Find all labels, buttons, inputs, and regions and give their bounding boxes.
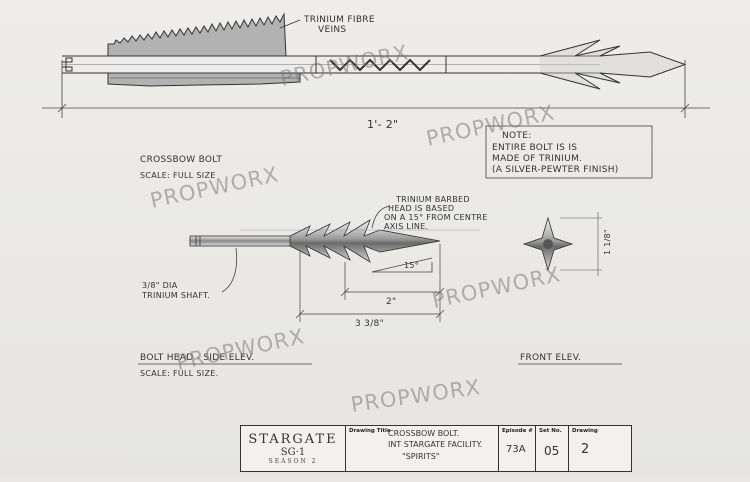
side-elev-title: BOLT HEAD - SIDE ELEV.: [140, 353, 254, 363]
drawing-title-line-2: INT STARGATE FACILITY.: [388, 440, 483, 449]
bolt-head-side-elevation: [189, 219, 480, 263]
note-line-2: MADE OF TRINIUM.: [492, 154, 582, 164]
watermark: PROPWORX: [148, 162, 281, 213]
bolt-scale: SCALE: FULL SIZE: [140, 171, 216, 180]
drawing-title-cell: Drawing Title CROSSBOW BOLT. INT STARGAT…: [346, 426, 499, 471]
dim-1-1-8: 1 1/8": [603, 229, 612, 255]
note-line-3: (A SILVER-PEWTER FINISH): [492, 165, 619, 175]
barbed-head-line-1: TRINIUM BARBED: [395, 195, 470, 204]
dim-3-3-8: 3 3/8": [355, 319, 384, 329]
watermark: PROPWORX: [430, 262, 563, 313]
barbed-head-line-3: ON A 15° FROM CENTRE: [384, 213, 488, 222]
stargate-logo: STARGATE SG·1 SEASON 2: [241, 426, 346, 471]
watermark: PROPWORX: [174, 324, 307, 375]
front-elevation: 1 1/8": [522, 212, 612, 276]
dim-2: 2": [386, 297, 396, 307]
drawing-value: 2: [581, 442, 590, 457]
note-title: NOTE:: [502, 131, 532, 141]
watermark: PROPWORX: [349, 375, 482, 417]
drawing-title-line-3: "SPIRITS": [402, 452, 440, 461]
fibre-veins-label-2: VEINS: [318, 25, 346, 35]
overall-length-label: 1'- 2": [367, 118, 398, 131]
set-label: Set No.: [539, 428, 562, 434]
logo-line-1: STARGATE: [248, 432, 338, 447]
set-value: 05: [544, 444, 560, 458]
title-block: STARGATE SG·1 SEASON 2 Drawing Title CRO…: [240, 425, 632, 472]
head-dimensions: [295, 244, 445, 322]
barbed-head-line-2: HEAD IS BASED: [388, 204, 454, 213]
episode-value: 73A: [506, 444, 526, 455]
watermark: PROPWORX: [278, 40, 411, 91]
note-line-1: ENTIRE BOLT IS IS: [492, 143, 577, 153]
shaft-dia-line-2: TRINIUM SHAFT.: [141, 291, 210, 300]
bolt-title: CROSSBOW BOLT: [140, 155, 222, 165]
episode-label: Episode #: [502, 428, 533, 434]
fibre-veins-label-1: TRINIUM FIBRE: [303, 15, 375, 25]
logo-line-2: SG·1: [280, 447, 306, 458]
barbed-head-line-4: AXIS LINE.: [384, 222, 428, 231]
episode-cell: Episode # 73A: [499, 426, 536, 471]
full-bolt-drawing: [62, 12, 687, 90]
set-cell: Set No. 05: [536, 426, 569, 471]
shaft-dia-line-1: 3/8" DIA: [142, 281, 178, 290]
drawing-cell: Drawing 2: [569, 426, 603, 471]
logo-line-3: SEASON 2: [268, 458, 318, 465]
front-elev-title: FRONT ELEV.: [520, 353, 581, 363]
side-elev-scale: SCALE: FULL SIZE.: [140, 369, 218, 378]
note-box: NOTE: ENTIRE BOLT IS IS MADE OF TRINIUM.…: [485, 125, 653, 179]
drawing-label: Drawing: [572, 428, 598, 434]
angle-indicator: 15°: [371, 257, 433, 273]
drawing-title-label: Drawing Title: [349, 428, 391, 434]
drawing-title-line-1: CROSSBOW BOLT.: [388, 429, 460, 438]
overall-dimension: [42, 60, 710, 118]
angle-label: 15°: [404, 261, 419, 270]
